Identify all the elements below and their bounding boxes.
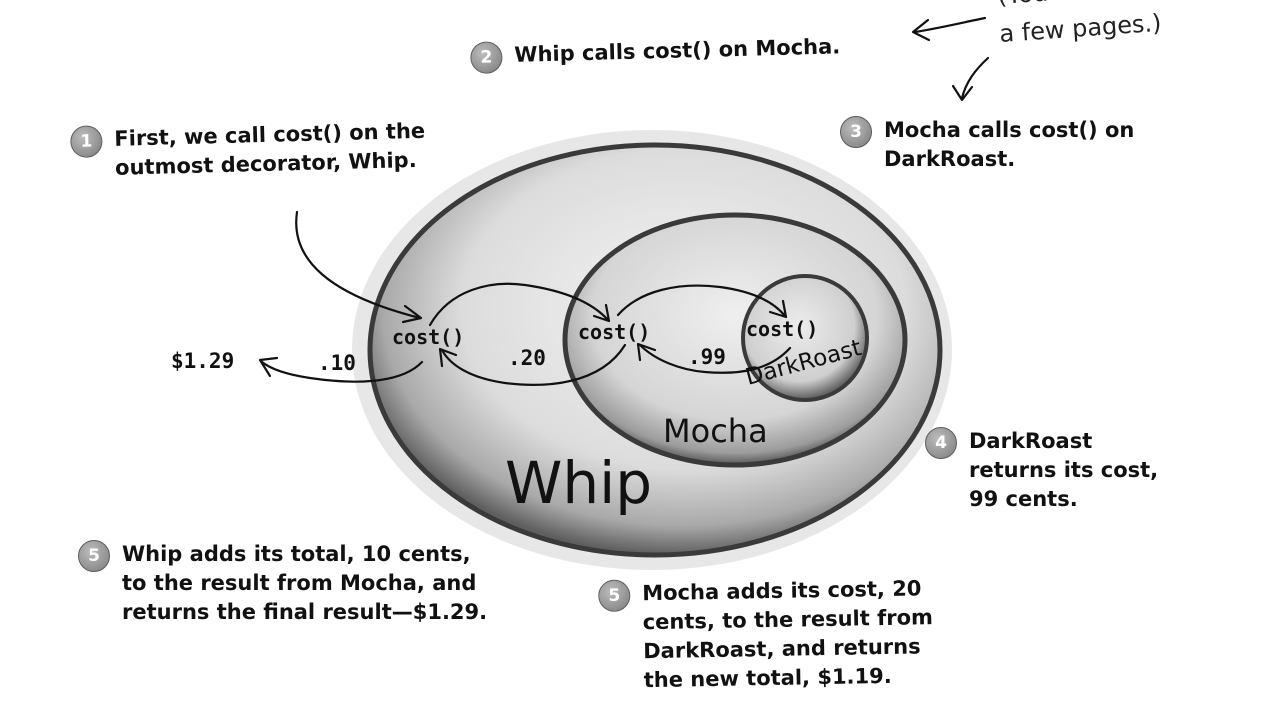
mocha-cost-method: cost() [578, 320, 650, 344]
step-1: 1 First, we call cost() on the outmost d… [70, 117, 426, 184]
step-number-badge: 1 [70, 125, 103, 158]
step-5-mocha: 5 Mocha adds its cost, 20 cents, to the … [598, 574, 934, 696]
step-text: First, we call cost() on the outmost dec… [114, 118, 426, 180]
whip-label: Whip [505, 449, 652, 517]
darkroast-cost-method: cost() [746, 317, 818, 341]
note-line-2: a few pages.) [998, 9, 1162, 48]
note-arrow-left [913, 16, 987, 34]
step-number-badge: 2 [470, 41, 503, 74]
call-arrow-whip [295, 210, 422, 320]
note-arrow-down [960, 56, 990, 100]
step-number-badge: 3 [840, 116, 872, 148]
call-arrow-darkroast-head [768, 299, 788, 319]
step-number-badge: 5 [598, 579, 631, 612]
call-arrow-mocha-head [592, 303, 611, 323]
whip-cost-method: cost() [392, 325, 464, 349]
final-result-value: $1.29 [171, 349, 234, 373]
step-5-whip: 5 Whip adds its total, 10 cents, to the … [78, 540, 487, 627]
note-arrow-left-head [911, 18, 931, 42]
darkroast-cost-value: .99 [688, 345, 726, 369]
step-text: Mocha adds its cost, 20 cents, to the re… [642, 576, 934, 693]
step-3: 3 Mocha calls cost() on DarkRoast. [840, 116, 1134, 174]
return-arrow-darkroast-head [636, 342, 657, 362]
step-text: Mocha calls cost() on DarkRoast. [884, 118, 1135, 171]
call-arrow-mocha [428, 282, 610, 327]
call-arrow-darkroast [616, 284, 787, 318]
step-number-badge: 4 [925, 427, 957, 459]
return-arrow-whip-head [258, 356, 279, 378]
note-line-1: (You'll ... [996, 0, 1099, 10]
step-4: 4 DarkRoast returns its cost, 99 cents. [925, 427, 1158, 514]
return-arrow-mocha-head [438, 347, 458, 368]
return-arrow-whip [260, 360, 424, 383]
mocha-cost-value: .20 [508, 346, 546, 370]
step-number-badge: 5 [78, 540, 110, 572]
whip-cost-value: .10 [318, 351, 356, 375]
step-text: DarkRoast returns its cost, 99 cents. [969, 429, 1159, 511]
call-arrow-whip-head [401, 304, 423, 324]
note-arrow-down-head [951, 84, 974, 102]
return-arrow-darkroast [638, 343, 792, 374]
return-arrow-mocha [440, 343, 627, 386]
step-text: Whip adds its total, 10 cents, to the re… [122, 542, 488, 624]
mocha-label: Mocha [663, 412, 768, 450]
